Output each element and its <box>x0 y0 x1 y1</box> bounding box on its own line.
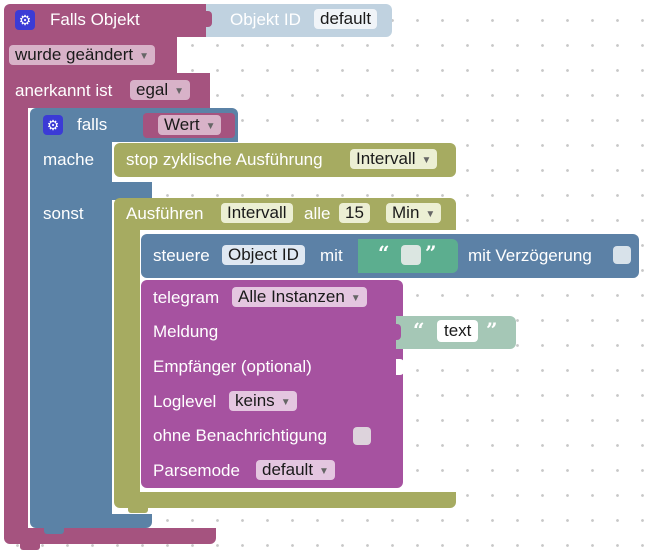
object-id-notch <box>204 11 212 27</box>
schedule-block-spine <box>114 230 140 492</box>
chevron-down-icon: ▼ <box>350 293 361 304</box>
every-label: alle <box>304 204 331 223</box>
trigger-block-bottom <box>4 528 216 544</box>
changed-dropdown-value: wurde geändert <box>15 45 134 64</box>
amount-field[interactable]: 15 <box>339 203 370 223</box>
condition-dropdown[interactable]: Wert ▼ <box>158 115 222 135</box>
silent-checkbox[interactable] <box>353 427 371 445</box>
if-label: falls <box>77 115 108 134</box>
condition-dropdown-value: Wert <box>164 115 200 134</box>
instance-dropdown-value: Alle Instanzen <box>238 287 345 306</box>
trigger-title: Falls Objekt <box>50 10 140 29</box>
control-object-field[interactable]: Object ID <box>222 245 305 265</box>
chevron-down-icon: ▼ <box>280 397 291 408</box>
parsemode-dropdown[interactable]: default ▼ <box>256 460 335 480</box>
open-quote-icon: “ <box>378 241 390 265</box>
stop-label: stop zyklische Ausführung <box>126 150 323 169</box>
chevron-down-icon: ▼ <box>319 466 329 477</box>
trigger-block-tab <box>20 544 40 550</box>
changed-dropdown[interactable]: wurde geändert ▼ <box>9 45 156 65</box>
loglevel-label: Loglevel <box>153 392 217 411</box>
stop-interval-dropdown[interactable]: Intervall ▼ <box>350 149 438 169</box>
schedule-block-bottom <box>114 492 456 508</box>
loglevel-dropdown[interactable]: keins ▼ <box>229 391 297 411</box>
recipient-input-socket[interactable] <box>396 359 404 375</box>
if-block-spine2 <box>112 182 152 200</box>
ack-dropdown[interactable]: egal ▼ <box>130 80 191 100</box>
control-label: steuere <box>153 246 210 265</box>
stop-interval-value: Intervall <box>356 149 416 168</box>
chevron-down-icon: ▼ <box>205 121 216 132</box>
loglevel-dropdown-value: keins <box>235 391 275 410</box>
delay-checkbox[interactable] <box>613 246 631 264</box>
message-close-quote-icon: ” <box>486 318 498 342</box>
instance-dropdown[interactable]: Alle Instanzen ▼ <box>232 287 367 307</box>
unit-dropdown-value: Min <box>392 203 420 222</box>
object-id-label: Objekt ID <box>230 10 301 29</box>
message-open-quote-icon: “ <box>413 318 425 342</box>
ack-dropdown-value: egal <box>136 80 169 99</box>
if-block-tab <box>44 528 64 534</box>
message-notch <box>394 324 401 340</box>
object-id-field[interactable]: default <box>314 9 378 29</box>
delay-label: mit Verzögerung <box>468 246 592 265</box>
message-label: Meldung <box>153 322 219 341</box>
value-text-field[interactable] <box>401 245 421 265</box>
if-block-bottom <box>30 514 152 528</box>
chevron-down-icon: ▼ <box>425 209 436 220</box>
if-gear-icon[interactable]: ⚙ <box>43 115 63 135</box>
else-label: sonst <box>43 204 84 223</box>
trigger-gear-icon[interactable]: ⚙ <box>15 10 35 30</box>
unit-dropdown[interactable]: Min ▼ <box>386 203 442 223</box>
chevron-down-icon: ▼ <box>174 86 185 97</box>
close-quote-icon: ” <box>425 241 437 265</box>
parsemode-dropdown-value: default <box>262 460 314 479</box>
run-label: Ausführen <box>126 204 204 223</box>
ack-label: anerkannt ist <box>15 81 113 100</box>
recipient-label: Empfänger (optional) <box>153 357 312 376</box>
with-label: mit <box>320 246 343 265</box>
telegram-label: telegram <box>153 288 220 307</box>
chevron-down-icon: ▼ <box>421 155 432 166</box>
chevron-down-icon: ▼ <box>139 51 150 62</box>
silent-label: ohne Benachrichtigung <box>153 426 327 445</box>
parsemode-label: Parsemode <box>153 461 240 480</box>
schedule-block-tab <box>128 508 148 513</box>
trigger-block-top[interactable] <box>4 4 216 37</box>
trigger-block-spine <box>4 108 28 528</box>
do-label: mache <box>43 150 95 169</box>
message-text-field[interactable]: text <box>437 320 479 342</box>
if-block-spine <box>30 142 112 514</box>
schedule-interval-field[interactable]: Intervall <box>221 203 293 223</box>
